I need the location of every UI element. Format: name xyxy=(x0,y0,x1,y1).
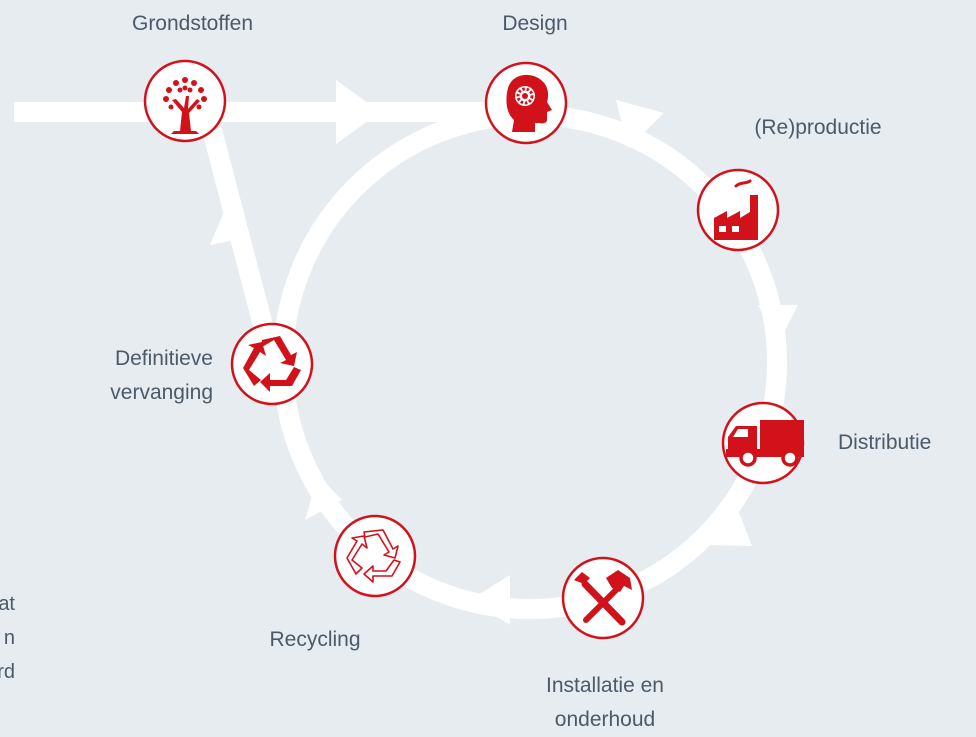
node-grondstoffen xyxy=(143,59,227,143)
left-cut-text-line1: at xyxy=(0,593,15,615)
node-definitieve xyxy=(230,322,314,406)
left-cut-text-line2: n xyxy=(3,627,15,649)
arrow-head xyxy=(210,202,250,245)
arrow-head xyxy=(705,510,752,546)
label-reproductie: (Re)productie xyxy=(754,116,882,139)
arrow-head xyxy=(305,475,342,520)
label-design: Design xyxy=(502,12,568,35)
node-design xyxy=(484,61,568,145)
label-installatie-line1: Installatie en xyxy=(546,674,664,697)
tree-icon xyxy=(163,77,207,134)
node-recycling xyxy=(333,514,417,598)
left-cut-text-line3: rd xyxy=(0,661,15,683)
recycle-solid-icon xyxy=(243,336,301,392)
arrow-head xyxy=(758,305,798,344)
label-distributie: Distributie xyxy=(838,431,932,454)
node-installatie xyxy=(561,556,645,640)
label-recycling: Recycling xyxy=(269,628,361,651)
tools-icon xyxy=(574,570,632,626)
flow-arrows xyxy=(210,80,798,625)
label-installatie-line2: onderhoud xyxy=(554,708,656,731)
label-grondstoffen: Grondstoffen xyxy=(131,12,254,35)
factory-icon xyxy=(714,179,758,240)
truck-icon xyxy=(726,420,804,467)
arrow-head xyxy=(470,575,510,625)
arrow-head xyxy=(616,100,664,148)
return-flow-line xyxy=(202,127,282,363)
head-gear-icon xyxy=(506,74,552,132)
node-distributie xyxy=(721,401,805,485)
node-reproductie xyxy=(696,168,780,252)
recycle-outline-icon xyxy=(346,529,401,583)
label-definitieve-line2: vervanging xyxy=(110,381,213,404)
label-definitieve-line1: Definitieve xyxy=(114,347,213,370)
arrow-head xyxy=(336,80,380,144)
